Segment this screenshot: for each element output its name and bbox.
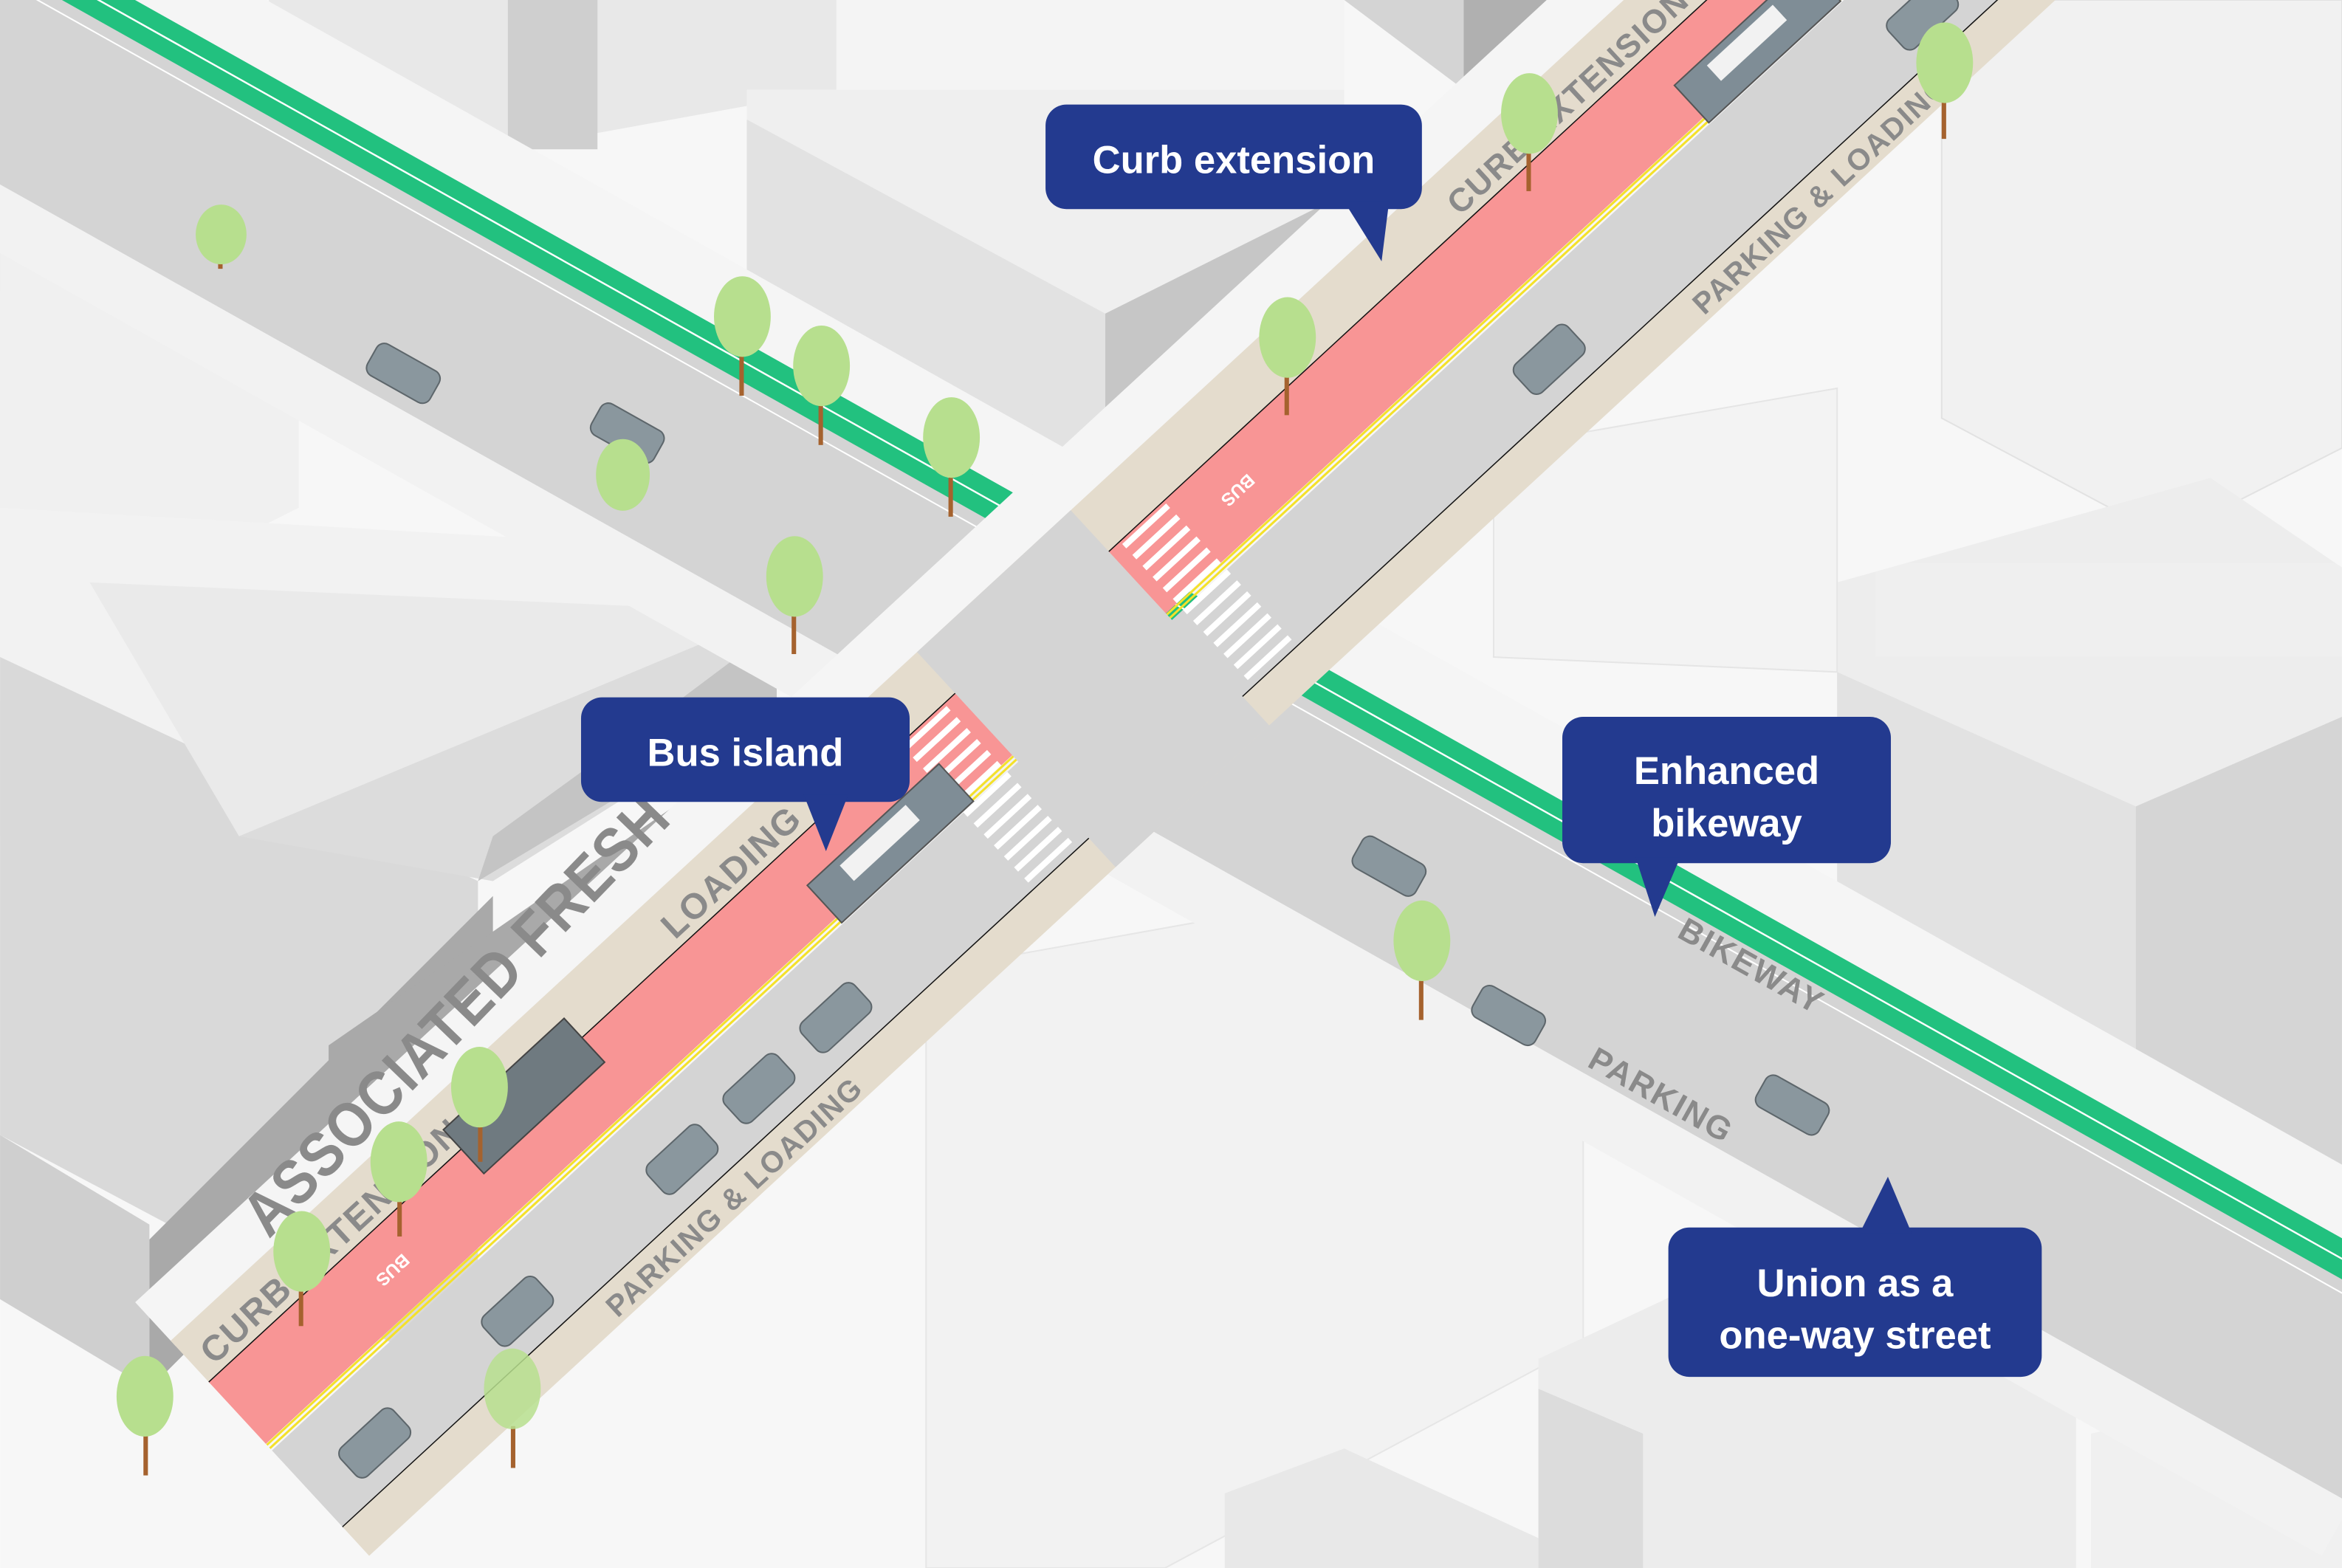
bus-south — [806, 763, 975, 924]
bikeway-parked-cars — [365, 343, 1830, 1136]
tree-icon — [116, 1355, 174, 1476]
callout-enhanced-bikeway: Enhanced bikeway — [1562, 716, 1892, 918]
callout-curb-extension: Curb extension — [1045, 104, 1422, 261]
callout-bus-island-text: Bus island — [648, 732, 844, 775]
tree-icon — [1916, 22, 1974, 140]
callout-curb-extension-text: Curb extension — [1093, 139, 1376, 182]
buildings-east — [1492, 0, 2342, 1165]
callout-one-way-line1: Union as a — [1757, 1262, 1954, 1305]
tree-icon — [1259, 297, 1316, 416]
tree-icon — [370, 1121, 427, 1237]
callout-enhanced-bikeway-line2: bikeway — [1651, 802, 1802, 845]
tree-icon — [766, 536, 823, 655]
curb-extension-strip — [171, 0, 2130, 1383]
callout-one-way-line2: one-way street — [1719, 1314, 1991, 1358]
bus-north — [1673, 0, 1842, 124]
callout-one-way-street: Union as a one-way street — [1668, 1177, 2042, 1378]
bus-street: BUS BUS CURB EXTENSION CURB EXTENSION LO… — [135, 0, 2290, 1556]
tree-icon — [1393, 900, 1451, 1020]
callout-enhanced-bikeway-line1: Enhanced — [1634, 749, 1819, 793]
tree-icon — [196, 204, 247, 269]
tree-icon — [596, 439, 650, 511]
tree-icon — [484, 1348, 541, 1468]
tree-icon — [450, 1047, 508, 1162]
tree-icon — [793, 325, 851, 445]
callout-bus-island: Bus island — [580, 697, 910, 852]
tree-icon — [273, 1211, 331, 1327]
trees — [116, 22, 1974, 1476]
tree-icon — [714, 276, 771, 396]
tree-icon — [923, 397, 981, 517]
tree-icon — [1501, 73, 1558, 191]
